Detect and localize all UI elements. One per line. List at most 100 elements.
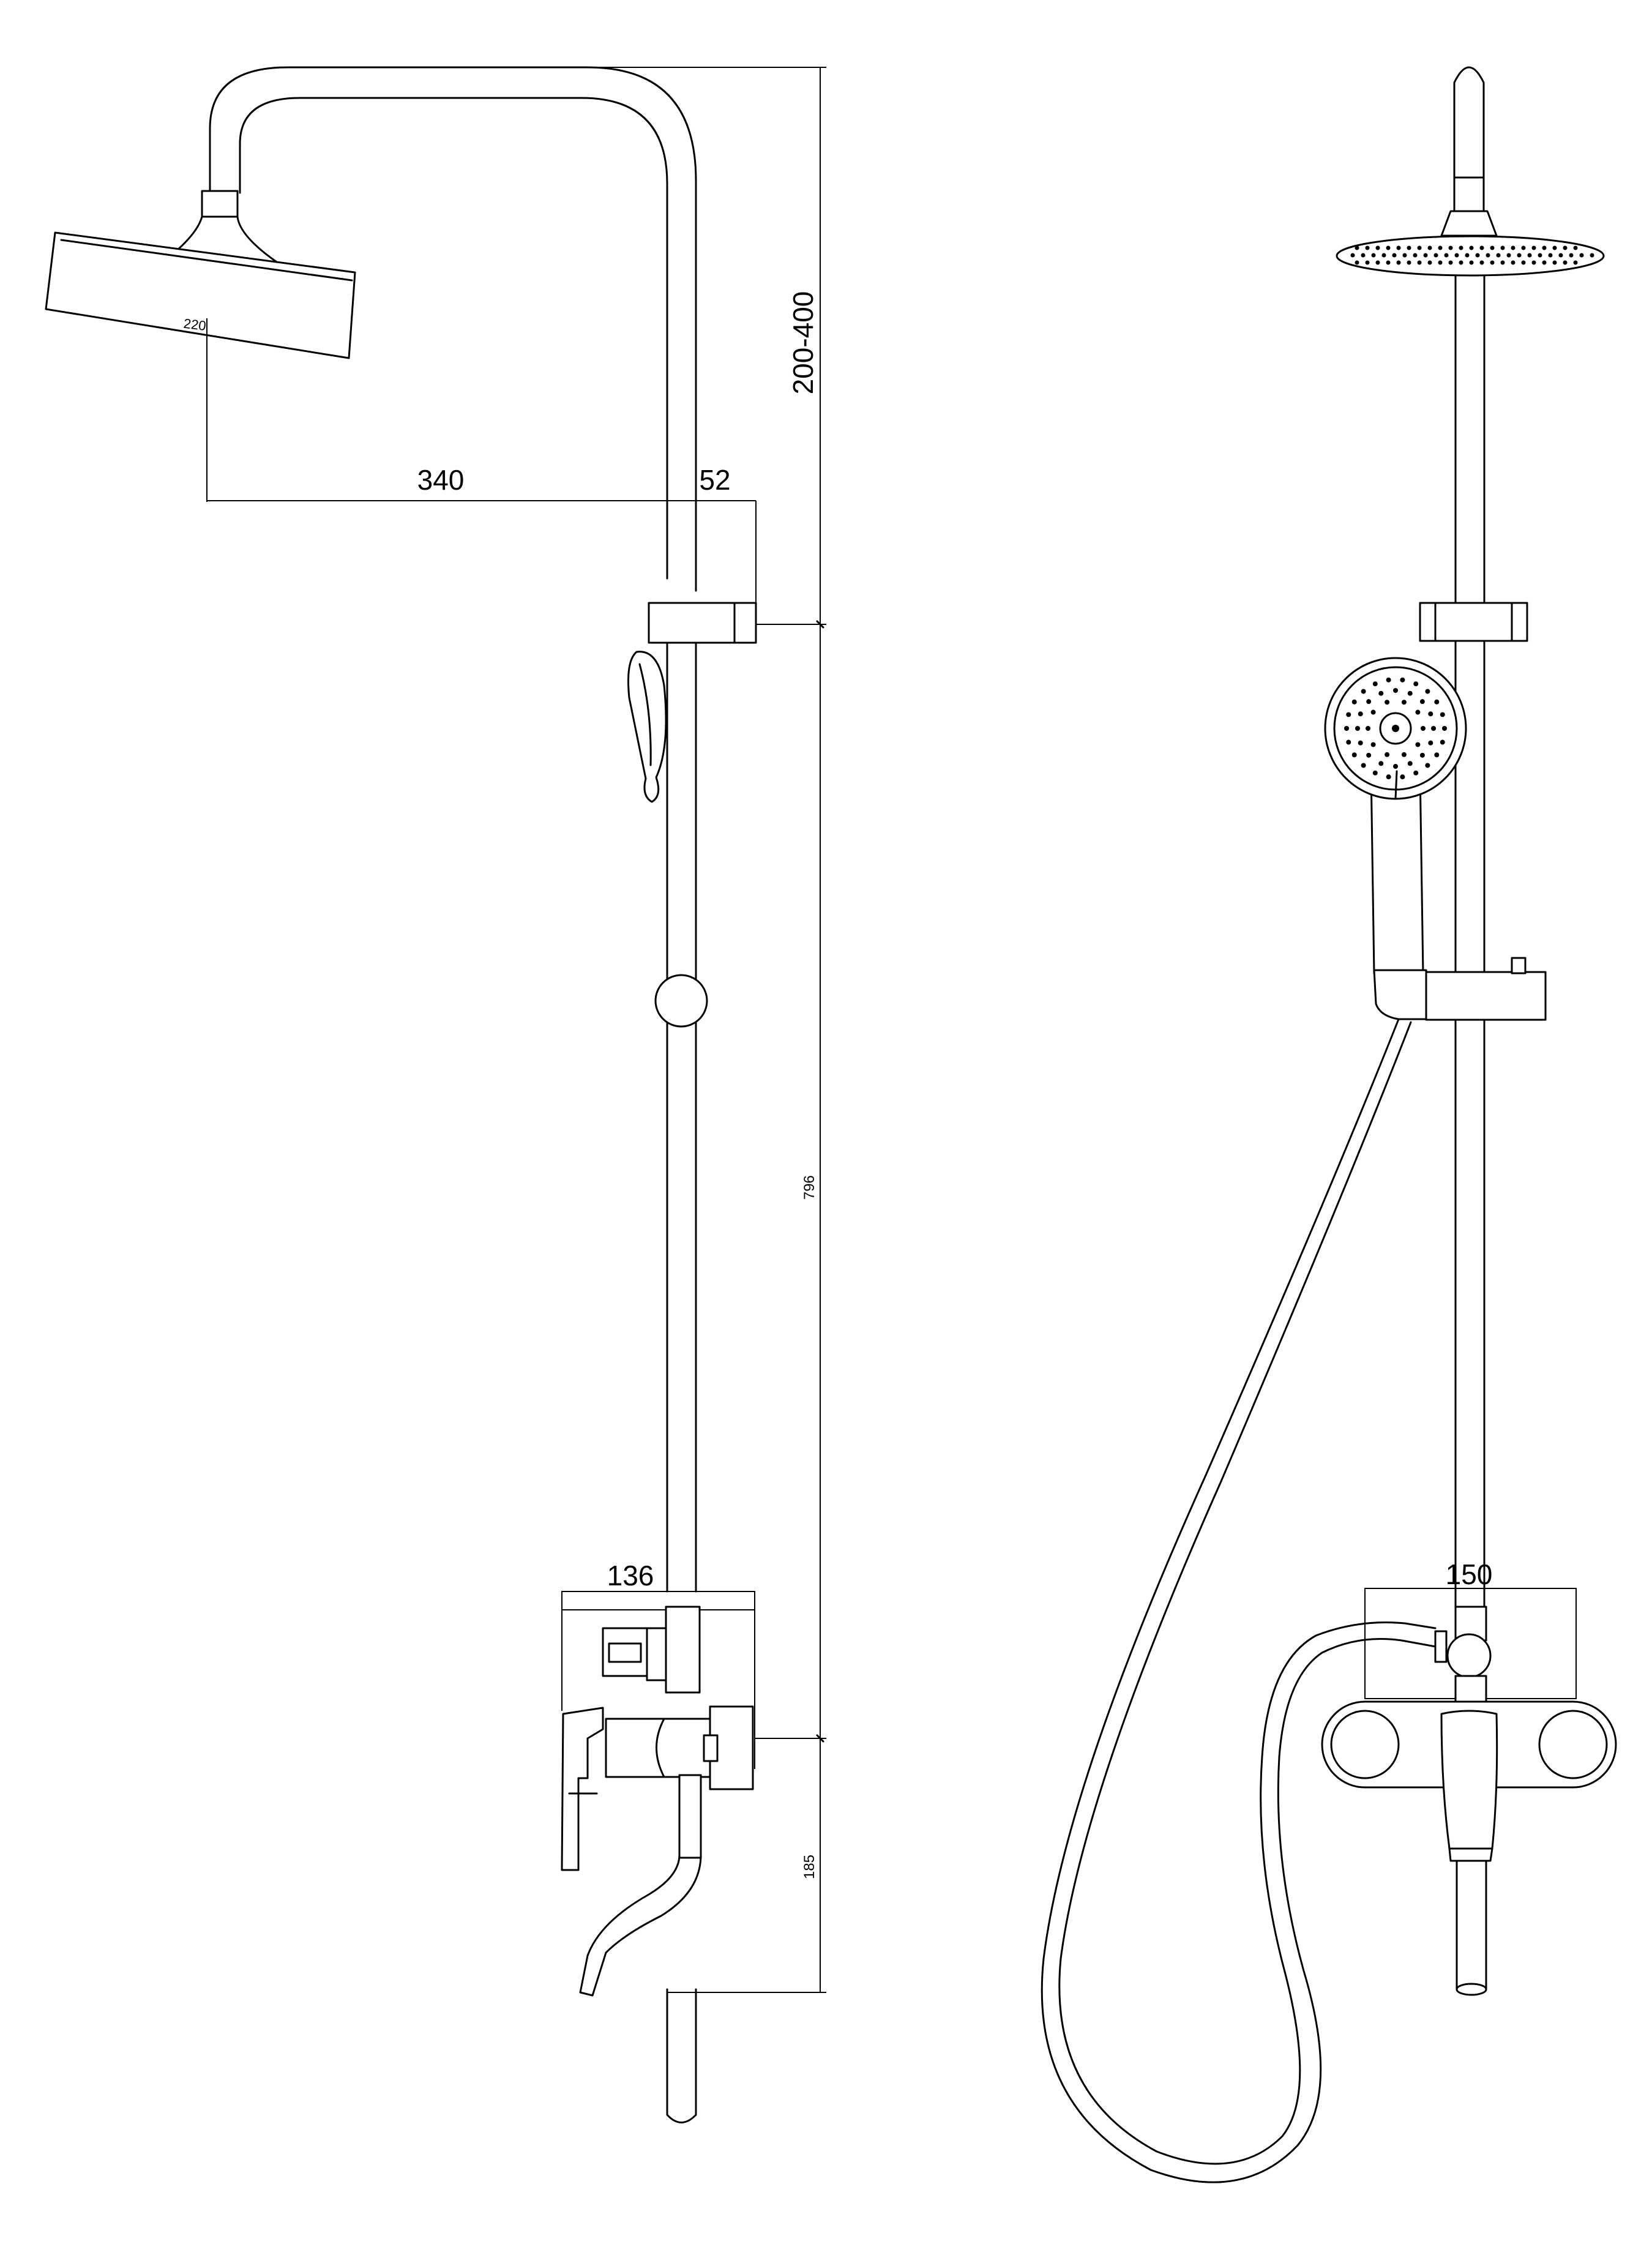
nozzle-dot [1563,260,1568,265]
flange-nut [703,1734,719,1762]
lower-pipe [666,1988,697,2123]
dim-arm-reach: 340 [417,464,465,496]
holder-button [1511,957,1527,974]
nozzle-dot [1427,260,1432,265]
nozzle-dot [1465,253,1470,258]
nozzle-dot [1351,699,1357,705]
nozzle-dot [1425,763,1430,768]
nozzle-dot [1401,752,1407,757]
nozzle-dot [1386,677,1391,682]
nozzle-dot [1386,260,1391,265]
nozzle-dot [1413,770,1419,776]
nozzle-dot [1459,245,1463,250]
nozzle-dot [1419,699,1425,705]
dim-tick [816,620,824,629]
nozzle-dot [1427,245,1432,250]
dim-rail-height: 796 [801,1175,818,1200]
front-upper-holder [1419,602,1528,642]
nozzle-dot [1421,726,1426,731]
front-rain-head [1336,235,1605,277]
dim-mixer-width: 150 [1446,1558,1493,1590]
nozzle-dot [1531,260,1536,265]
nozzle-dot [1500,260,1505,265]
dim-tick [816,1734,824,1743]
dim-head-diameter: 220 [183,316,207,334]
front-mixer-right-cap [1538,1710,1608,1779]
nozzle-dot [1538,253,1542,258]
nozzle-dot [1517,253,1522,258]
nozzle-dot [1440,712,1445,717]
nozzle-dot [1381,253,1386,258]
nozzle-dot [1433,253,1438,258]
nozzle-dot [1366,752,1372,758]
nozzle-dot [1459,260,1463,265]
hand-shower-pin [1394,770,1398,800]
nozzle-dot [1361,253,1366,258]
nozzle-dot [1407,260,1411,265]
nozzle-dot [1479,245,1484,250]
front-spout-outlet [1456,1983,1487,1996]
nozzle-dot [1438,260,1443,265]
nozzle-dot [1573,245,1578,250]
hand-shower-ridge [638,663,652,766]
nozzle-dot [1442,726,1447,731]
nozzle-dot [1415,709,1421,715]
rain-head-nozzles [1350,245,1594,265]
nozzle-dot [1428,740,1433,746]
nozzle-dot [1366,726,1370,731]
nozzle-dot [1496,253,1501,258]
rain-shower-head [45,231,356,359]
hand-shower-center-dot [1392,725,1399,732]
nozzle-dot [1386,245,1391,250]
nozzle-dot [1400,677,1405,682]
nozzle-dot [1365,260,1370,265]
nozzle-dot [1355,726,1360,731]
front-mixer-left-cap [1330,1710,1400,1779]
nozzle-dot [1365,245,1370,250]
front-view: 150 [1041,66,1617,2183]
hand-shower-center [1379,712,1412,745]
front-head-neck [1440,210,1498,237]
nozzle-dot [1521,245,1526,250]
nozzle-dot [1378,690,1384,696]
nozzle-dot [1358,711,1363,717]
dim-height-adjust: 200-400 [787,291,819,395]
nozzle-dot [1500,245,1505,250]
nozzle-dot [1372,681,1378,687]
nozzle-dot [1344,726,1349,731]
spout-stem [678,1774,702,1859]
side-view: 220 340 52 136 [45,66,826,2123]
nozzle-dot [1350,253,1355,258]
nozzle-dot [1573,260,1578,265]
nozzle-dot [1469,245,1474,250]
rain-shower-face [60,239,353,282]
nozzle-dot [1440,739,1445,745]
nozzle-dot [1431,726,1436,731]
mixer-cartridge [605,1718,711,1778]
upper-slide-holder [648,602,757,644]
nozzle-dot [1438,245,1443,250]
nozzle-dot [1415,742,1421,747]
riser-coupler [665,1606,701,1694]
nozzle-dot [1375,245,1380,250]
slider-knob [654,974,708,1028]
nozzle-dot [1548,253,1553,258]
lever-handle [561,1707,604,1871]
nozzle-dot [1346,712,1351,717]
front-diverter-left [1434,1630,1448,1663]
nozzle-dot [1355,245,1359,250]
nozzle-dot [1413,253,1418,258]
nozzle-dot [1428,711,1433,717]
nozzle-dot [1396,260,1401,265]
nozzle-dot [1521,260,1526,265]
nozzle-dot [1400,774,1405,780]
diverter-slot [608,1642,642,1663]
front-holder-grips [1434,602,1513,642]
overhead-arm-inner [239,97,668,580]
front-spout [1456,1860,1487,1991]
nozzle-dot [1552,260,1557,265]
front-hand-shower-handle [1370,770,1424,974]
nozzle-dot [1386,774,1391,780]
front-diverter-base [1454,1675,1487,1705]
